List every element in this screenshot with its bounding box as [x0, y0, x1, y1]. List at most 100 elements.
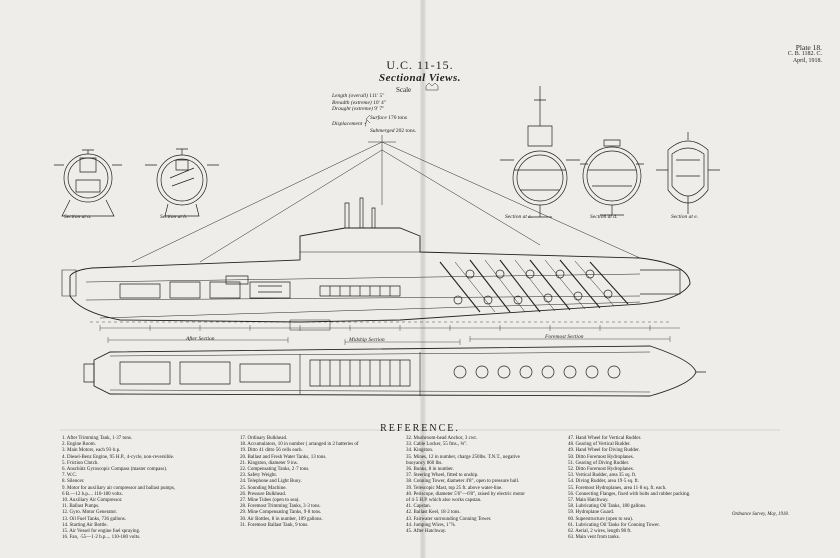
crown-icon: [425, 82, 439, 91]
reference-item: 30. Air Bottles, 8 in number, 109 gallon…: [240, 516, 323, 522]
reference-item: 59. Hydroplane Guard.: [568, 510, 615, 516]
reference-item: 44. Jumping Wires, 1"⅞.: [406, 522, 456, 528]
side-elevation: [61, 197, 691, 331]
reference-col-1: 1. After Trimming Tank, 1·37 tons.2. Eng…: [62, 436, 175, 541]
length-label: Length (overall): [332, 93, 368, 99]
reference-item: 18. Accumulators, 10 in number ( arrange…: [240, 442, 359, 448]
reference-item: 47. Hand Wheel for Vertical Rudder.: [568, 436, 642, 441]
reference-title: REFERENCE.: [380, 423, 460, 434]
reference-item: 37. Steering Wheel, fitted to unship.: [406, 473, 479, 479]
section-e-label: Section at e.: [671, 214, 699, 220]
draught-value: 9' 7": [374, 106, 385, 112]
reference-item: 15. Air Vessel for engine fuel spraying.: [62, 529, 141, 535]
reference-item: 45. After Hatchway.: [406, 529, 447, 535]
reference-item: 55. Foremost Hydroplanes, area 11·8 sq. …: [568, 485, 667, 491]
reference-item: 42. Ballast Keel, 18·2 tons.: [406, 510, 461, 516]
reference-item: 25. Sounding Machine.: [240, 485, 287, 491]
cross-section-b: [145, 148, 219, 217]
reference-item: 52. Ditto Foremost Hydroplanes.: [568, 467, 634, 473]
reference-col-4: 47. Hand Wheel for Vertical Rudder.48. G…: [568, 436, 690, 541]
reference-item: 19. Ditto 41 ditto 56 cells each.: [240, 448, 303, 454]
plate-code: C. B. 1182. C.: [787, 51, 822, 57]
reference-item: buoyancy 860 lbs.: [406, 460, 443, 466]
midship-section-label: Midship Section: [349, 337, 385, 343]
reference-item: 29. Mine Compensating Tanks, 9·8 tons.: [240, 510, 322, 516]
diagram-subtitle: Sectional Views.: [379, 72, 461, 84]
displacement-label: Displacement: [332, 121, 363, 127]
draught-label: Draught (extreme): [332, 106, 373, 112]
after-section-label: After Section: [186, 336, 215, 342]
section-d-label: Section at d.: [590, 214, 618, 220]
reference-item: 17. Ordinary Bulkhead.: [240, 436, 288, 441]
specifications: Length (overall) 111' 5" Breadth (extrem…: [332, 93, 416, 134]
reference-item: 10. Auxiliary Air Compressor.: [62, 498, 123, 504]
cross-section-c: [500, 86, 580, 218]
spec-length: Length (overall) 111' 5": [332, 93, 416, 100]
reference-item: 31. Foremost Ballast Tank, 9 tons.: [240, 522, 309, 528]
reference-item: 28. Foremost Trimming Tanks, 3·3 tons.: [240, 504, 321, 510]
section-a-label: Section at a.: [64, 214, 92, 220]
reference-item: 38. Conning Tower, diameter 4'8", open t…: [406, 479, 520, 485]
reference-item: 41. Capstan.: [406, 504, 431, 510]
reference-item: 61. Lubricating Oil Tanks for Conning To…: [568, 522, 660, 528]
reference-item: 1. After Trimming Tank, 1·37 tons.: [62, 436, 133, 441]
reference-item: 3. Main Motors, each 93·b.p.: [62, 448, 121, 454]
surface-value: 170 tons: [388, 114, 407, 121]
reference-item: 50. Ditto Foremost Hydroplanes.: [568, 454, 634, 460]
spec-draught: Draught (extreme) 9' 7": [332, 106, 416, 113]
reference-item: 22. Compensating Tanks, 2·7 tons.: [240, 467, 310, 473]
reference-item: 24. Telephone and Light Buoy.: [240, 479, 302, 485]
length-value: 111' 5": [369, 93, 385, 99]
spec-displacement: Displacement ⎨: [332, 121, 368, 127]
spec-surface: Surface 170 tons: [370, 115, 416, 122]
reference-item: 7. W.C.: [62, 473, 78, 479]
reference-item: 13. Oil Fuel Tanks, 736 gallons.: [62, 516, 127, 522]
aerial-wires: [131, 135, 641, 263]
section-b-label: Section at b.: [160, 214, 188, 220]
reference-item: 56. Connecting Flanges, fixed with bolts…: [568, 491, 691, 497]
reference-item: 49. Hand Wheel for Diving Rudder.: [568, 448, 640, 454]
reference-item: 35. Mines, 12 in number, charge 250lbs. …: [406, 454, 520, 460]
submerged-value: 202 tons.: [395, 127, 417, 134]
reference-item: 21. Kingston, diameter 9 ins.: [240, 460, 298, 466]
reference-item: 43. Fairwater surrounding Conning Tower.: [406, 516, 492, 522]
plate-number: Plate 18.: [795, 43, 822, 52]
reference-item: of 4·5 H.P. which also works capstan.: [406, 498, 482, 504]
reference-item: 63. Main vent from tanks.: [568, 535, 620, 541]
plate-date: April, 1918.: [792, 58, 822, 64]
reference-item: 5. Friction Clutch.: [62, 460, 99, 466]
reference-item: 27. Mine Tubes (open to sea).: [240, 498, 300, 504]
reference-item: 6 B.—12 b.p.... 110-180 volts.: [62, 491, 123, 497]
scale-label: Scale: [396, 86, 412, 94]
reference-item: 58. Lubricating Oil Tanks, 180 gallons.: [568, 504, 647, 510]
plan-view: [83, 345, 706, 397]
cross-section-a: [54, 149, 122, 217]
spec-breadth: Breadth (extreme) 10' 4": [332, 100, 416, 107]
reference-item: 40. Periscope, diameter 5'6"—6'8", raise…: [406, 491, 525, 497]
reference-item: 11. Ballast Pumps.: [62, 504, 100, 510]
reference-item: 33. Cable Locker, 55 fms., ⅝".: [406, 442, 468, 448]
surface-label: Surface: [370, 114, 387, 121]
cross-section-d: [580, 139, 644, 216]
breadth-label: Breadth (extreme): [332, 99, 372, 106]
reference-item: 4. Diesel-Benz Engine, 95 H.P., 4-cycle,…: [62, 454, 175, 460]
spec-submerged: Submerged 202 tons.: [370, 128, 416, 135]
reference-item: 14. Starting Air Bottle.: [62, 522, 108, 528]
reference-item: 32. Mushroom-head Anchor, 3 cwt.: [406, 436, 478, 441]
diagram-title: U.C. 11-15.: [386, 58, 454, 72]
reference-item: 8. Silencer.: [62, 479, 85, 485]
submerged-label: Submerged: [370, 127, 395, 134]
reference-item: 53. Vertical Rudder, area 35 sq. ft.: [568, 473, 637, 479]
reference-item: 62. Aerial, 2 wires, length 98 ft.: [568, 529, 632, 535]
reference-item: 9. Motor for auxiliary air compressor an…: [62, 485, 176, 491]
reference-item: 54. Diving Rudder, area 19·5 sq. ft.: [568, 479, 639, 485]
foremost-section-label: Foremost Section: [545, 334, 584, 340]
page-fold: [420, 0, 426, 558]
reference-item: 20. Ballast and Fresh Water Tanks, 13 to…: [240, 454, 327, 460]
reference-item: 6. Anschütz Gyroscopic Compass (master c…: [62, 467, 168, 473]
reference-item: 36. Bunks, 8 in number.: [406, 467, 454, 473]
reference-item: 51. Gearing of Diving Rudder.: [568, 460, 630, 466]
cross-section-e: [656, 132, 720, 214]
frame-line: [99, 325, 680, 345]
